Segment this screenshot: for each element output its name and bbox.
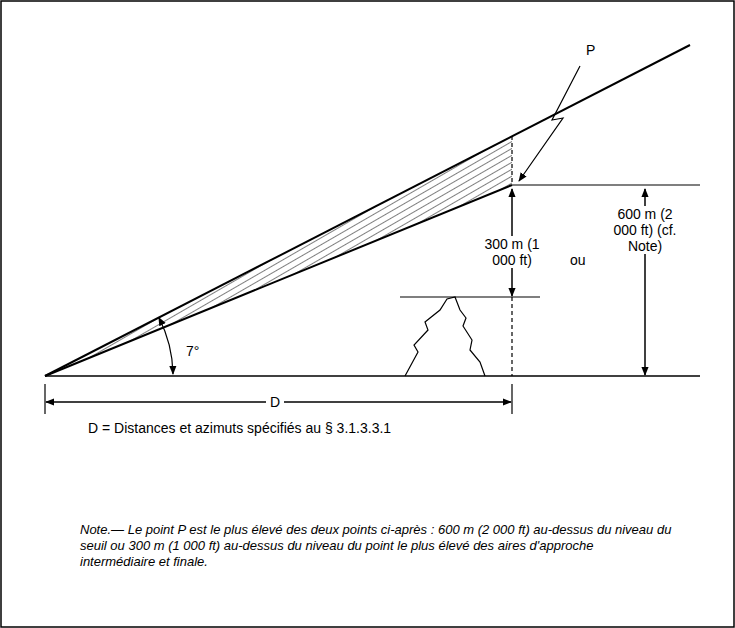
dimension-tick [44, 384, 45, 414]
obstacle-peak [405, 297, 485, 376]
dimension-label: 600 m (2 000 ft) (cf. Note) [604, 206, 686, 254]
note-text: Note.— Le point P est le plus élevé des … [80, 522, 672, 570]
lower-slope-line [45, 185, 512, 376]
dashed-vertical [511, 136, 512, 185]
angle-label: 7° [186, 343, 199, 359]
upper-slope-line [45, 45, 690, 376]
leader-line [519, 66, 580, 181]
dashed-vertical [511, 297, 512, 376]
dimension-label: 300 m (1 000 ft) [474, 236, 550, 268]
base-line [45, 375, 700, 377]
peak-level-line [400, 296, 540, 297]
legend-text: D = Distances et azimuts spécifiés au § … [88, 420, 688, 436]
connector-word: ou [570, 252, 586, 268]
dimension-label: D [266, 394, 284, 410]
angle-arc [159, 318, 173, 375]
point-label: P [586, 42, 595, 58]
p-level-line [512, 184, 700, 185]
dimension-tick [511, 384, 512, 414]
